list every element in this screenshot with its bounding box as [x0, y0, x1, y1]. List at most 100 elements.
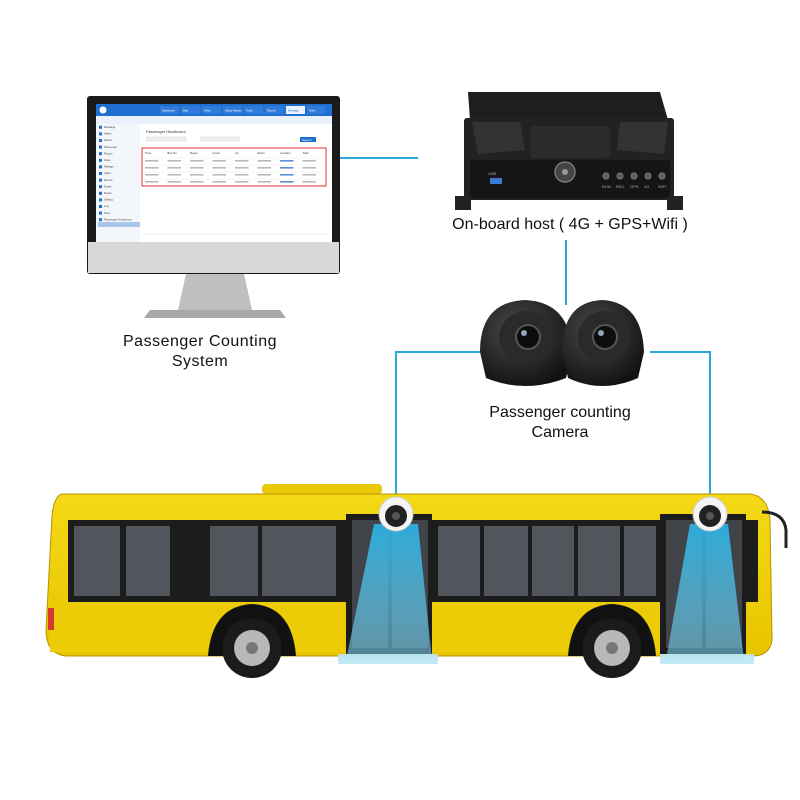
bus-roof-unit	[262, 484, 382, 494]
app-sidebar-item[interactable]: Route	[104, 191, 112, 195]
app-sidebar-item[interactable]: Device	[104, 178, 113, 182]
connector-lines	[340, 157, 711, 497]
bus-windows	[74, 526, 656, 596]
app-tab[interactable]	[286, 106, 305, 114]
app-tab[interactable]	[265, 106, 284, 114]
status-led-label: RUN	[602, 184, 611, 189]
app-tab[interactable]	[307, 106, 326, 114]
app-table-cell	[257, 160, 271, 162]
status-led-icon	[644, 172, 652, 180]
app-sidebar-item[interactable]: Log	[104, 204, 109, 208]
app-sidebar-item[interactable]: Passenger	[104, 145, 117, 149]
app-table-cell	[167, 181, 181, 183]
app-table-cell	[167, 174, 181, 176]
app-sidebar-item[interactable]: Message	[104, 125, 116, 129]
app-table-cell	[145, 160, 159, 162]
bus-window-pane	[438, 526, 480, 596]
app-sidebar-item-icon	[99, 205, 102, 208]
app-table-cell	[280, 174, 294, 176]
counting-beams	[338, 524, 754, 664]
app-sidebar-item-icon	[99, 218, 102, 222]
bus-window-pane	[210, 526, 258, 596]
bus-window-pane	[484, 526, 528, 596]
app-table-cell	[212, 174, 226, 176]
app-tab[interactable]	[223, 106, 242, 114]
bus-window-pane	[74, 526, 120, 596]
host-mount-left	[455, 196, 471, 210]
app-sidebar-item[interactable]: Mileage	[104, 165, 114, 169]
host-left-fin	[472, 122, 525, 154]
app-sidebar-item[interactable]: Alarm	[104, 132, 112, 136]
app-tab-label: Safety Monitor	[225, 109, 242, 113]
status-led-label: 4G	[644, 184, 649, 189]
app-search-label: Search	[302, 138, 312, 142]
app-table-header: Location	[280, 151, 291, 155]
app-table-cell	[145, 181, 159, 183]
app-sidebar-item-icon	[99, 152, 102, 156]
app-sidebar-item[interactable]: Driver	[104, 184, 112, 188]
app-table-cell	[167, 167, 181, 169]
app-table-cell	[145, 174, 159, 176]
app-sidebar-item[interactable]: Passenger Headcount	[104, 217, 132, 221]
host-mount-right	[667, 196, 683, 210]
app-tab-label: Record	[267, 109, 276, 113]
app-tab[interactable]	[181, 106, 200, 114]
app-table-cell	[212, 181, 226, 183]
status-led-icon	[616, 172, 624, 180]
app-subbar	[96, 116, 332, 124]
monitor-stand-neck	[178, 274, 252, 310]
app-table-header: Route	[190, 151, 198, 155]
monitor-stand-base	[144, 310, 286, 318]
app-sidebar-item-icon	[99, 178, 102, 182]
bus-window-pane	[624, 526, 656, 596]
bus-window-pane	[578, 526, 620, 596]
pcs-label-line1: Passenger Counting	[123, 333, 277, 350]
host-right-fin	[617, 122, 668, 154]
status-led-icon	[630, 172, 638, 180]
bus-window-pane	[532, 526, 574, 596]
host-front-panel	[530, 126, 610, 158]
usb-port-icon	[490, 178, 502, 184]
app-table-cell	[212, 160, 226, 162]
app-sidebar-item-icon	[99, 158, 102, 162]
app-table-cell	[190, 181, 204, 183]
host-top	[468, 92, 668, 120]
bus-window-pane	[126, 526, 170, 596]
app-table-cell	[302, 174, 316, 176]
app-table-cell	[167, 160, 181, 162]
app-tab-label: Dashboard	[162, 109, 175, 113]
app-sidebar-item-icon	[99, 165, 102, 169]
app-table-header: Total	[303, 151, 309, 155]
app-sidebar-item[interactable]: Setting	[104, 198, 113, 202]
app-sidebar-item[interactable]: Report	[104, 151, 113, 155]
key-lock-core	[562, 169, 568, 175]
app-date-field	[199, 136, 241, 142]
app-sidebar-item[interactable]: Status	[104, 138, 113, 142]
monitor-chin	[88, 242, 339, 273]
bus-window-pane	[262, 526, 336, 596]
app-tab[interactable]	[202, 106, 221, 114]
app-sidebar-item[interactable]: Video	[104, 171, 112, 175]
app-table-cell	[190, 174, 204, 176]
app-search-button[interactable]	[300, 137, 316, 142]
app-table-header: Bus No.	[168, 151, 178, 155]
app-table-header: Up	[235, 151, 239, 155]
status-led-label: WIFI	[658, 184, 666, 189]
app-sidebar-item-icon	[99, 211, 102, 215]
app-tab-label: Map	[183, 109, 189, 113]
highlight-table-box	[141, 147, 327, 187]
app-tab[interactable]	[244, 106, 263, 114]
app-table-header: Down	[258, 151, 266, 155]
app-tab[interactable]	[160, 106, 179, 114]
app-sidebar-item[interactable]: Fuel	[104, 211, 110, 215]
app-sidebar-item[interactable]: Fleet	[104, 158, 110, 162]
app-sidebar-item-icon	[99, 185, 102, 189]
app-table-cell	[280, 167, 294, 169]
app-table-cell	[302, 181, 316, 183]
app-table-cell	[257, 181, 271, 183]
app-sidebar-item-icon	[99, 145, 102, 149]
door-camera-rear	[692, 496, 728, 532]
app-sidebar-item-icon	[99, 191, 102, 195]
